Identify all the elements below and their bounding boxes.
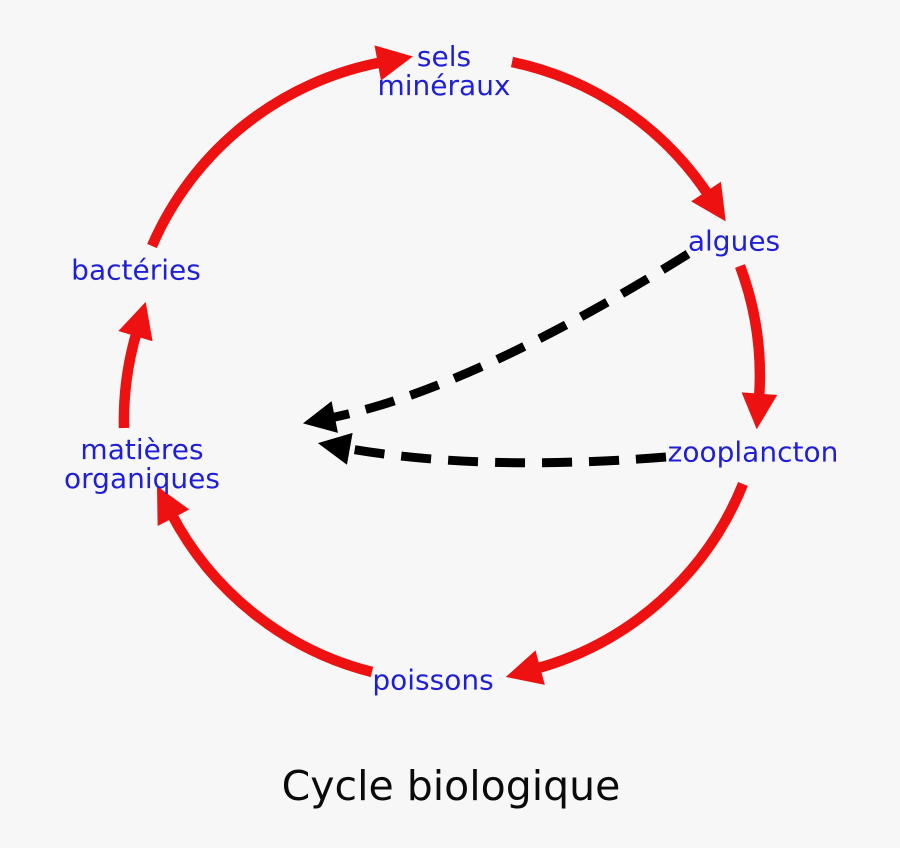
arc-sels-mineraux-to-algues [510, 56, 726, 222]
node-label-sels-mineraux: sels minéraux [377, 39, 511, 102]
node-label-matieres-organiques: matières organiques [64, 432, 220, 495]
arc-algues-to-zooplancton [735, 264, 778, 430]
dashed-arrow-from-algues [302, 250, 691, 433]
dashed-arrow-from-zooplancton [317, 432, 667, 468]
arc-poissons-to-matieres-organiques [156, 486, 374, 678]
node-label-algues: algues [687, 224, 781, 258]
arc-matieres-organiques-to-bacteries [118, 301, 153, 429]
arc-bacteries-to-sels-mineraux [147, 45, 413, 249]
node-label-bacteries: bactéries [71, 253, 201, 287]
diagram-title: Cycle biologique [281, 762, 621, 810]
arc-zooplancton-to-poissons [505, 482, 748, 685]
node-label-poissons: poissons [372, 663, 494, 697]
node-label-zooplancton: zooplancton [667, 435, 839, 469]
